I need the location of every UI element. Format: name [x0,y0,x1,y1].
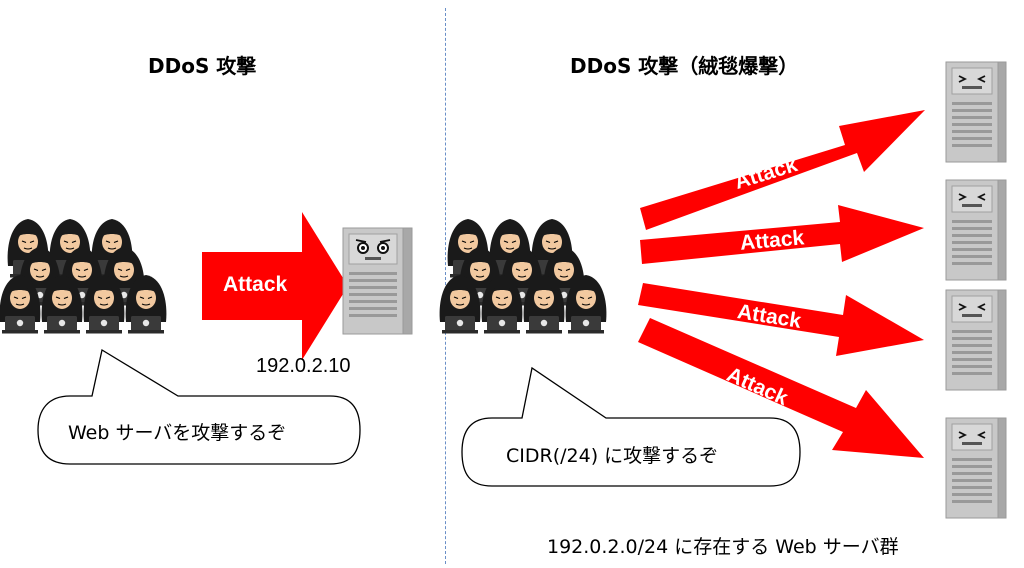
server-group-caption: 192.0.2.0/24 に存在する Web サーバ群 [547,536,899,558]
target-ip-label: 192.0.2.10 [256,355,351,377]
speech-bubble-text: CIDR(/24) に攻撃するぞ [506,445,719,467]
server-tower-icon [342,227,413,335]
right-panel-title: DDoS 攻撃（絨毯爆撃） [570,54,799,78]
server-tower-icon [945,61,1007,163]
attack-label: Attack [223,273,288,296]
hooded-hacker-group-icon [440,219,607,334]
speech-bubble-text: Web サーバを攻撃するぞ [68,422,287,444]
server-tower-icon [945,417,1007,519]
attack-arrow [202,212,348,360]
attack-arrow [640,205,924,264]
speech-bubble [37,348,361,465]
attack-arrow [638,283,924,356]
attack-arrow [638,318,924,458]
attack-arrow [640,110,925,230]
server-tower-icon [945,289,1007,391]
hooded-hacker-group-icon [0,219,166,334]
left-panel-title: DDoS 攻撃 [148,54,257,78]
speech-bubble [461,366,801,487]
server-tower-icon [945,179,1007,281]
panel-divider [445,8,446,564]
